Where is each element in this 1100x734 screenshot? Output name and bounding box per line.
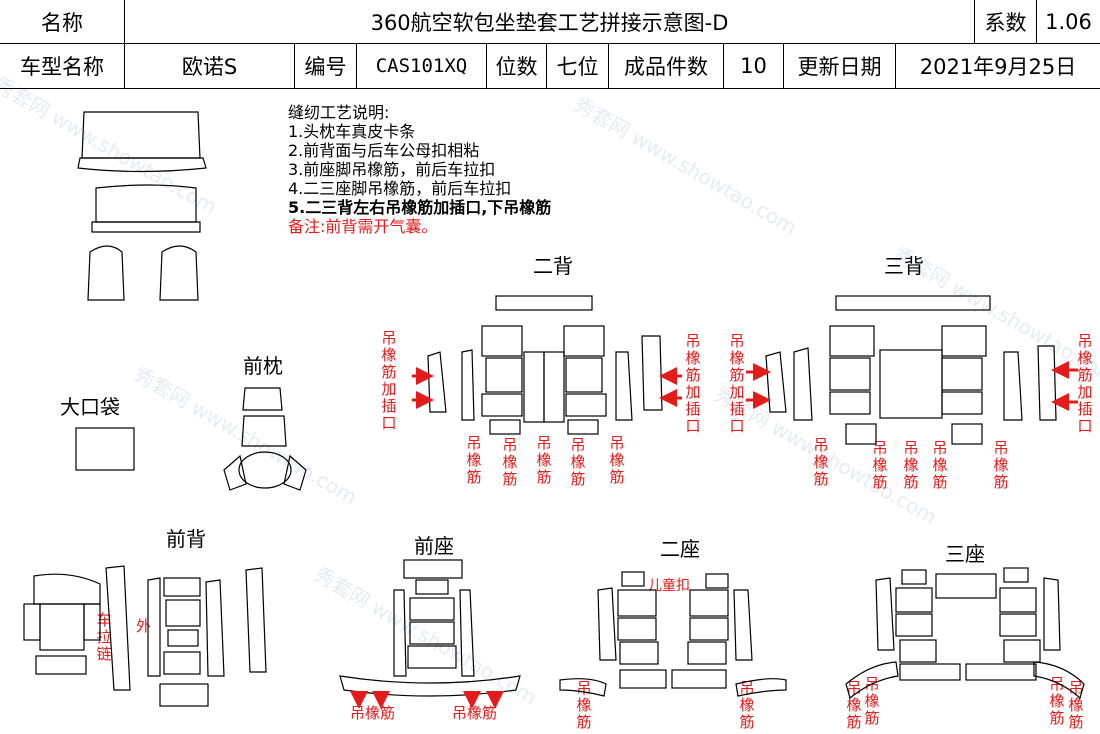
note-hang: 吊橡筋 (570, 436, 586, 488)
note-hang: 吊橡筋 (932, 439, 948, 491)
note-hang: 吊橡筋 (993, 439, 1009, 491)
note-item: 2.前背面与后车公母扣相粘 (288, 141, 480, 160)
sewing-notes: 缝纫工艺说明: 1.头枕车真皮卡条 2.前背面与后车公母扣相粘 3.前座脚吊橡筋… (288, 103, 551, 236)
note-outer: 外 (136, 617, 152, 635)
label-san-zuo: 三座 (945, 542, 985, 566)
note-hang-insert: 吊橡筋加插口 (729, 332, 745, 435)
note-hang: 吊橡筋 (576, 679, 592, 731)
label-san-bei: 三背 (884, 254, 924, 278)
date-value: 2021年9月25日 (919, 55, 1077, 79)
coef-value: 1.06 (1037, 0, 1100, 44)
title: 360航空软包坐垫套工艺拼接示意图-D (125, 0, 975, 44)
label-qian-zhen: 前枕 (243, 354, 283, 378)
label-er-zuo: 二座 (660, 537, 700, 561)
label-qian-bei: 前背 (166, 527, 206, 551)
name-label: 名称 (0, 0, 125, 44)
notes-remark: 备注:前背需开气囊。 (288, 217, 438, 236)
note-hang-insert: 吊橡筋加插口 (381, 329, 397, 432)
code-value: CAS101XQ (357, 44, 487, 88)
note-hang: 吊橡筋 (1049, 675, 1065, 727)
car-label: 车型名称 (0, 44, 125, 88)
notes-title: 缝纫工艺说明: (288, 103, 390, 122)
date-label: 更新日期 (784, 44, 896, 88)
note-item: 4.二三座脚吊橡筋，前后车拉扣 (288, 179, 512, 198)
note-hang-insert: 吊橡筋加插口 (1077, 332, 1093, 435)
header-table: 名称 360航空软包坐垫套工艺拼接示意图-D 系数 1.06 车型名称 欧诺S … (0, 0, 1100, 89)
note-hang: 吊橡筋 (466, 434, 482, 486)
note-hang: 吊橡筋 (903, 439, 919, 491)
count-value: 10 (724, 44, 784, 88)
seats-value: 七位 (547, 44, 609, 88)
note-hang: 吊橡筋 (502, 436, 518, 488)
label-da-kou-dai: 大口袋 (60, 395, 120, 419)
note-item: 5.二三背左右吊橡筋加插口,下吊橡筋 (288, 198, 552, 217)
seats-label: 位数 (487, 44, 547, 88)
pattern-diagram (23, 111, 1085, 709)
note-item: 3.前座脚吊橡筋，前后车拉扣 (288, 160, 496, 179)
label-qian-zuo: 前座 (414, 534, 454, 558)
note-hang: 吊橡筋 (536, 434, 552, 486)
coef-label: 系数 (975, 0, 1037, 44)
count-label: 成品件数 (609, 44, 724, 88)
note-child-lock: 儿童扣 (648, 578, 690, 594)
code-label: 编号 (295, 44, 357, 88)
note-hang: 吊橡筋 (739, 679, 755, 731)
note-hang-insert: 吊橡筋加插口 (685, 332, 701, 435)
label-er-bei: 二背 (533, 254, 573, 278)
note-hang: 吊橡筋 (1068, 679, 1084, 731)
note-hang: 吊橡筋 (813, 436, 829, 488)
note-hang: 吊橡筋 (609, 434, 625, 486)
note-item: 1.头枕车真皮卡条 (288, 122, 416, 141)
car-value: 欧诺S (125, 44, 295, 88)
